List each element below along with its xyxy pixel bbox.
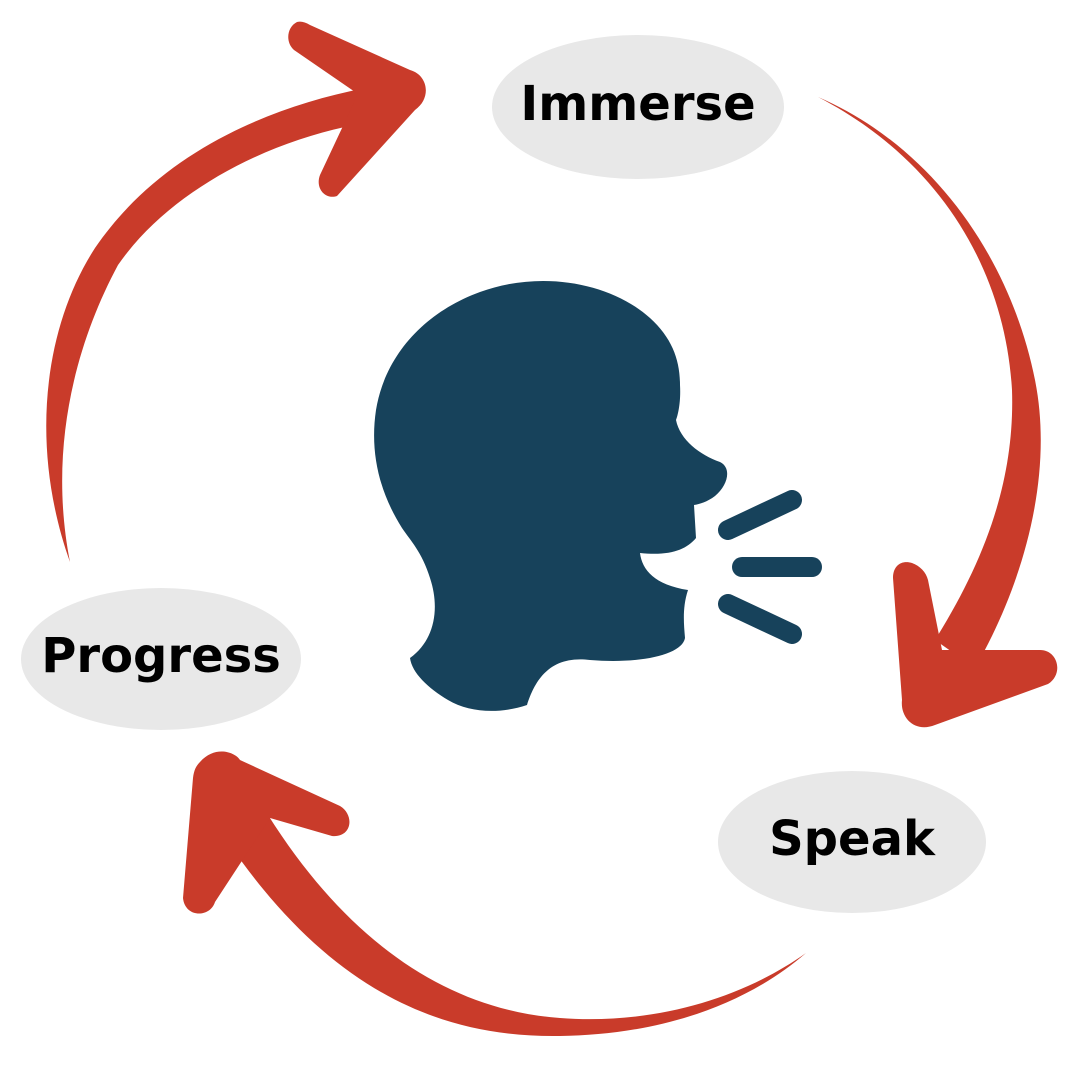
stage-speak: Speak: [718, 771, 986, 913]
arrow-progress-to-immerse: [46, 21, 426, 562]
label-bubble: [21, 588, 301, 730]
speaking-head-icon: [374, 280, 822, 711]
arrow-shaft: [230, 815, 806, 1037]
head-silhouette: [374, 280, 728, 711]
arrow-head: [288, 21, 426, 197]
arrow-speak-to-progress: [183, 751, 806, 1037]
stage-label-progress: Progress: [41, 628, 281, 684]
arrow-shaft: [46, 88, 366, 562]
speech-lines: [718, 490, 822, 644]
label-bubble: [492, 35, 784, 179]
arrow-head: [183, 751, 350, 914]
speech-line-bottom: [718, 594, 802, 644]
arrow-head: [893, 562, 1058, 728]
stage-label-immerse: Immerse: [520, 76, 755, 132]
arrow-immerse-to-speak: [818, 97, 1058, 728]
arrow-shaft: [818, 97, 1041, 668]
stage-progress: Progress: [21, 588, 301, 730]
speech-line-top: [718, 490, 802, 540]
stage-label-speak: Speak: [769, 811, 936, 867]
label-bubble: [718, 771, 986, 913]
stage-immerse: Immerse: [492, 35, 784, 179]
